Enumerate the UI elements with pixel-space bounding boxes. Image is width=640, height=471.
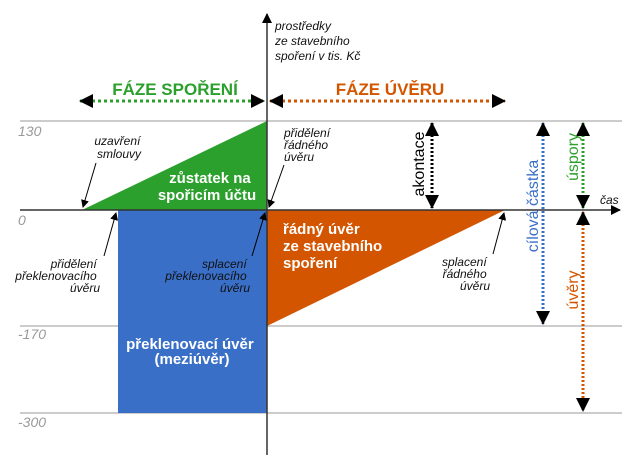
x-axis-label: čas xyxy=(600,193,619,207)
target-amount-label: cílová částka xyxy=(525,160,542,253)
tick-minus300: -300 xyxy=(18,414,46,430)
saving-phase-label: FÁZE SPOŘENÍ xyxy=(112,80,239,99)
bridge-repay-pointer xyxy=(251,212,267,257)
regular-loan-label: řádný úvěr ze stavebního spoření xyxy=(283,221,386,272)
balance-label: zůstatek na spořicím účtu xyxy=(158,170,256,204)
bridge-loan-label: překlenovací úvěr (meziúvěr) xyxy=(126,336,258,368)
regular-assign-pointer xyxy=(267,164,285,208)
bridge-loan-rect xyxy=(118,210,267,413)
regular-loan-triangle xyxy=(267,210,505,326)
regular-repay-note: splacení řádného úvěru xyxy=(442,255,490,293)
loans-label: úvěry xyxy=(565,270,582,309)
akontace-label: akontace xyxy=(411,131,428,196)
regular-assign-note: přidělení řádného úvěru xyxy=(283,126,333,164)
loan-phase-label: FÁZE ÚVĚRU xyxy=(336,80,445,99)
tick-130: 130 xyxy=(18,123,42,139)
contract-pointer xyxy=(81,162,97,208)
tick-0: 0 xyxy=(18,212,26,228)
regular-repay-pointer xyxy=(492,212,507,255)
tick-minus170: -170 xyxy=(18,326,46,342)
bridge-assign-note: přidělení překlenovacího úvěru xyxy=(14,257,100,295)
savings-balance-triangle xyxy=(82,121,267,210)
bridge-assign-pointer xyxy=(103,212,118,257)
bridge-repay-note: splacení překlenovacího úvěru xyxy=(164,257,250,295)
y-axis-label: prostředky ze stavebního spoření v tis. … xyxy=(274,19,360,63)
contract-note: uzavření smlouvy xyxy=(94,134,143,161)
savings-label: úspory xyxy=(565,133,582,181)
